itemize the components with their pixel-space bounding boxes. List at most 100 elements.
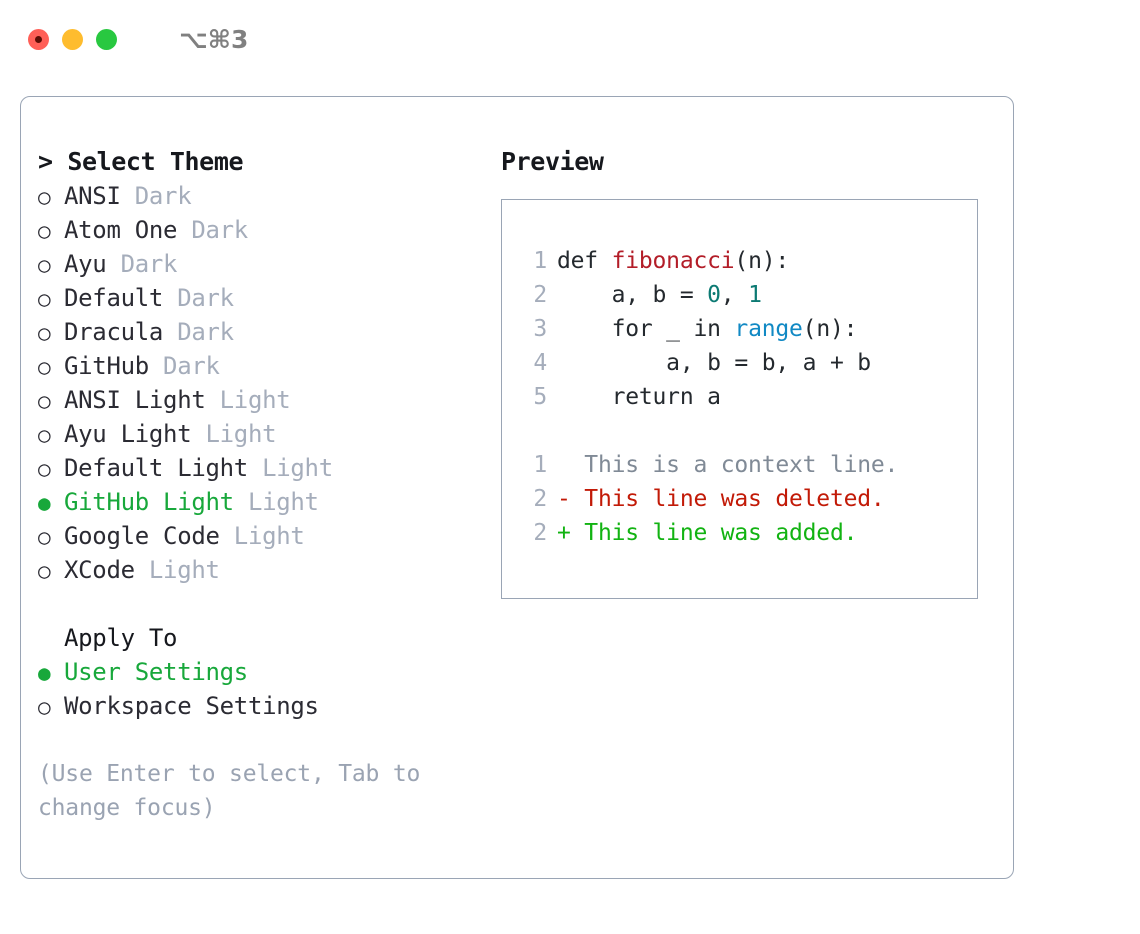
theme-option-variant-badge: Dark (163, 318, 234, 346)
code-line-content: return a (557, 380, 721, 414)
radio-unselected-icon: ○ (38, 287, 51, 311)
apply-to-heading-text: Apply To (64, 624, 178, 652)
theme-option-variant-badge: Light (247, 454, 333, 482)
theme-option-ansi-light[interactable]: ○ ANSI Light Light (38, 383, 488, 417)
maximize-window-button[interactable] (96, 28, 117, 50)
theme-option-variant-badge: Light (233, 488, 319, 516)
apply-to-option-label: User Settings (64, 658, 248, 686)
main-panel: > Select Theme ○ANSI Dark○Atom One Dark○… (20, 96, 1014, 879)
radio-unselected-icon: ○ (38, 525, 51, 549)
radio-unselected-icon: ○ (38, 219, 51, 243)
title-bar: ⌥⌘3 (0, 0, 1140, 78)
theme-option-variant-badge: Light (205, 386, 291, 414)
code-line-number: 2 (533, 520, 547, 546)
radio-selected-icon: ● (38, 661, 51, 685)
code-token-plain: (n): (734, 248, 790, 274)
theme-option-ayu[interactable]: ○ Ayu Dark (38, 247, 488, 281)
code-line-number: 3 (533, 316, 547, 342)
theme-option-xcode[interactable]: ○XCode Light (38, 553, 488, 587)
theme-option-atom-one[interactable]: ○ Atom One Dark (38, 213, 488, 247)
theme-option-label: Dracula (64, 318, 164, 346)
theme-option-default-light[interactable]: ○ Default Light Light (38, 451, 488, 485)
code-line-number: 4 (533, 350, 547, 376)
radio-unselected-icon: ○ (38, 389, 51, 413)
code-token-deleted: - This line was deleted. (557, 486, 885, 512)
code-token-plain: def (557, 248, 612, 274)
code-token-plain: , (720, 282, 749, 308)
code-line-number: 2 (533, 282, 547, 308)
theme-option-label: Ayu Light (64, 420, 192, 448)
theme-option-dracula[interactable]: ○ Dracula Dark (38, 315, 488, 349)
keyboard-shortcut-label: ⌥⌘3 (179, 24, 249, 54)
code-token-plain: (n): (802, 316, 858, 342)
theme-option-label: Ayu (64, 250, 107, 278)
apply-to-option-workspace-settings[interactable]: ○ Workspace Settings (38, 689, 488, 723)
theme-option-label: Default Light (64, 454, 248, 482)
select-theme-heading: > Select Theme (38, 145, 488, 179)
theme-option-label: ANSI Light (64, 386, 206, 414)
radio-unselected-icon: ○ (38, 457, 51, 481)
code-token-plain: a, b = (557, 282, 708, 308)
code-line-content: a, b = b, a + b (557, 346, 871, 380)
radio-unselected-icon: ○ (38, 253, 51, 277)
code-line: 2 + This line was added. (502, 516, 977, 550)
theme-option-variant-badge: Dark (177, 216, 248, 244)
keyboard-hint-text: (Use Enter to select, Tab to change focu… (38, 761, 434, 821)
code-blank-line (502, 414, 977, 448)
theme-option-label: GitHub (64, 352, 149, 380)
theme-option-variant-badge: Dark (120, 182, 192, 210)
theme-option-github-light[interactable]: ●GitHub Light Light (38, 485, 488, 519)
code-line-content: + This line was added. (557, 516, 857, 550)
apply-to-heading: ○Apply To (38, 621, 488, 655)
theme-option-label: Default (64, 284, 164, 312)
theme-list: ○ ANSI Dark ○ Atom One Dark ○ Ayu Dark ○ Defaul… (38, 179, 488, 587)
radio-unselected-icon: ○ (38, 321, 51, 345)
list-spacer (38, 587, 488, 621)
apply-to-option-user-settings[interactable]: ● User Settings (38, 655, 488, 689)
code-line-number: 2 (533, 486, 547, 512)
theme-option-google-code[interactable]: ○Google Code Light (38, 519, 488, 553)
radio-selected-icon: ● (38, 491, 51, 515)
select-theme-heading-prefix: > (38, 147, 68, 176)
preview-heading: Preview (501, 147, 604, 176)
code-token-plain: for _ in (557, 316, 735, 342)
radio-unselected-icon: ○ (38, 695, 51, 719)
minimize-window-button[interactable] (62, 28, 83, 50)
theme-selection-column: > Select Theme ○ANSI Dark○Atom One Dark○… (38, 145, 488, 825)
apply-to-option-label: Workspace Settings (64, 692, 319, 720)
code-line-content: def fibonacci(n): (557, 244, 789, 278)
radio-unselected-icon: ○ (38, 185, 51, 209)
code-token-number: 0 (707, 282, 721, 308)
theme-option-variant-badge: Dark (106, 250, 178, 278)
theme-option-ansi[interactable]: ○ ANSI Dark (38, 179, 488, 213)
radio-unselected-icon: ○ (38, 559, 51, 583)
code-line: 1 This is a context line. (502, 448, 977, 482)
code-token-builtin: range (734, 316, 803, 342)
code-line-content: a, b = 0, 1 (557, 278, 762, 312)
code-line-content: for _ in range(n): (557, 312, 858, 346)
code-token-number: 1 (748, 282, 762, 308)
apply-to-heading-marker: ○ (38, 622, 64, 656)
code-token-plain: a, b = b, a + b (557, 350, 871, 376)
theme-option-label: Atom One (64, 216, 178, 244)
code-token-added: + This line was added. (557, 520, 858, 546)
traffic-lights (28, 28, 117, 50)
theme-option-label: XCode (64, 556, 135, 584)
close-window-button[interactable] (28, 28, 49, 50)
theme-option-ayu-light[interactable]: ○Ayu Light Light (38, 417, 488, 451)
apply-to-list: ● User Settings ○ Workspace Settings (38, 655, 488, 723)
theme-option-default[interactable]: ○ Default Dark (38, 281, 488, 315)
select-theme-heading-text: Select Theme (67, 147, 244, 176)
theme-option-label: ANSI (64, 182, 121, 210)
code-line-number: 1 (533, 452, 547, 478)
code-line: 2 - This line was deleted. (502, 482, 977, 516)
code-token-context: This is a context line. (557, 452, 899, 478)
theme-option-variant-badge: Dark (163, 284, 234, 312)
theme-option-variant-badge: Light (219, 522, 305, 550)
theme-option-github[interactable]: ○GitHub Dark (38, 349, 488, 383)
